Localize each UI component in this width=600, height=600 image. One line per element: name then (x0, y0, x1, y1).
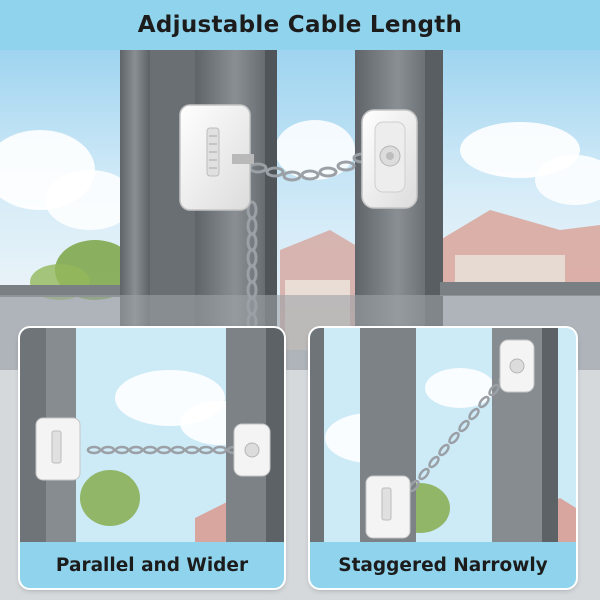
inset-staggered-illustration (310, 328, 576, 542)
banner-title: Adjustable Cable Length (137, 12, 463, 38)
lock-anchor-main (361, 109, 418, 209)
caption-parallel-text: Parallel and Wider (55, 554, 249, 576)
main-scene-illustration (0, 50, 600, 600)
main-scene (0, 50, 600, 600)
inset-parallel-illustration (20, 328, 284, 542)
inset-staggered: Staggered Narrowly (310, 328, 576, 588)
lock-body-main (179, 104, 254, 211)
caption-staggered: Staggered Narrowly (310, 542, 576, 588)
caption-parallel: Parallel and Wider (20, 542, 284, 588)
inset-parallel: Parallel and Wider (20, 328, 284, 588)
caption-staggered-text: Staggered Narrowly (338, 554, 548, 576)
title-banner: Adjustable Cable Length (0, 0, 600, 50)
